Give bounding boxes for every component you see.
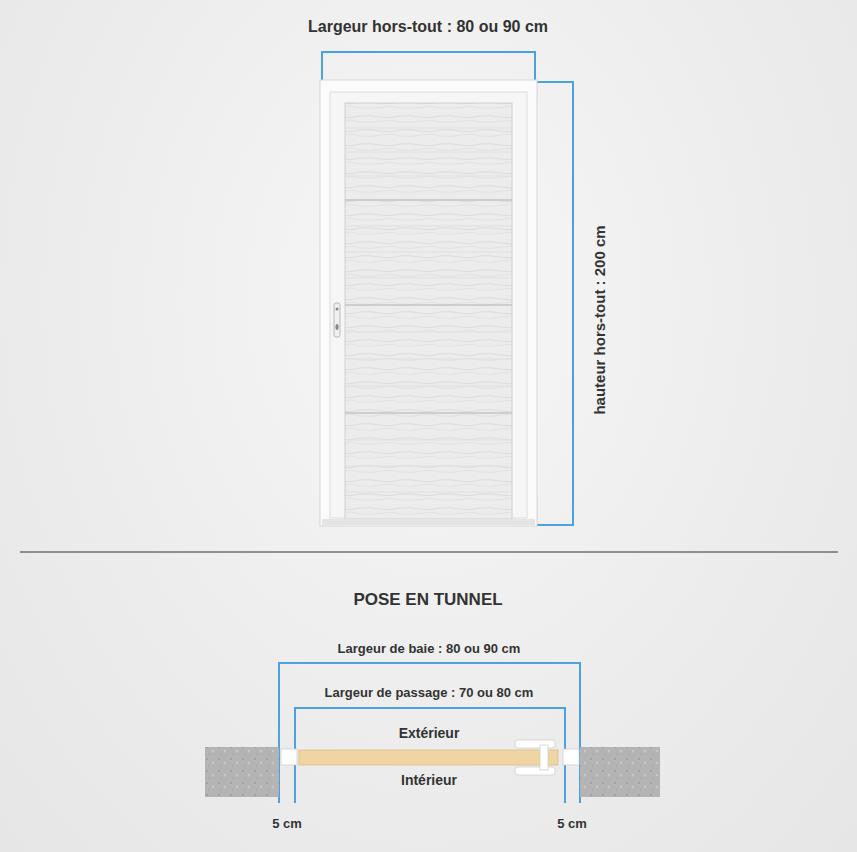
dimension-line — [322, 52, 535, 80]
side-label: Intérieur — [401, 772, 457, 788]
door-panel — [345, 103, 512, 519]
door-frame — [320, 80, 537, 526]
dimension-label: Largeur de passage : 70 ou 80 cm — [325, 685, 534, 700]
dimension-line — [279, 663, 580, 803]
wall — [205, 747, 279, 797]
dimension-label: Largeur hors-tout : 80 ou 90 cm — [308, 18, 548, 36]
frame-section — [563, 749, 579, 765]
door-leaf-section — [299, 750, 558, 765]
dimension-line — [295, 708, 565, 803]
handle-section — [515, 740, 555, 775]
section-heading: POSE EN TUNNEL — [353, 590, 502, 610]
dimension-label: Largeur de baie : 80 ou 90 cm — [338, 641, 521, 656]
dimension-label: 5 cm — [557, 816, 587, 831]
dimension-label: 5 cm — [272, 816, 302, 831]
separator — [20, 552, 838, 553]
threshold — [322, 519, 535, 525]
frame-section — [281, 749, 297, 765]
door-leaf — [330, 92, 527, 518]
dimension-line — [537, 82, 573, 525]
door-handle — [334, 303, 340, 337]
dimension-label: hauteur hors-tout : 200 cm — [591, 225, 608, 414]
wall — [580, 747, 660, 797]
side-label: Extérieur — [399, 725, 460, 741]
